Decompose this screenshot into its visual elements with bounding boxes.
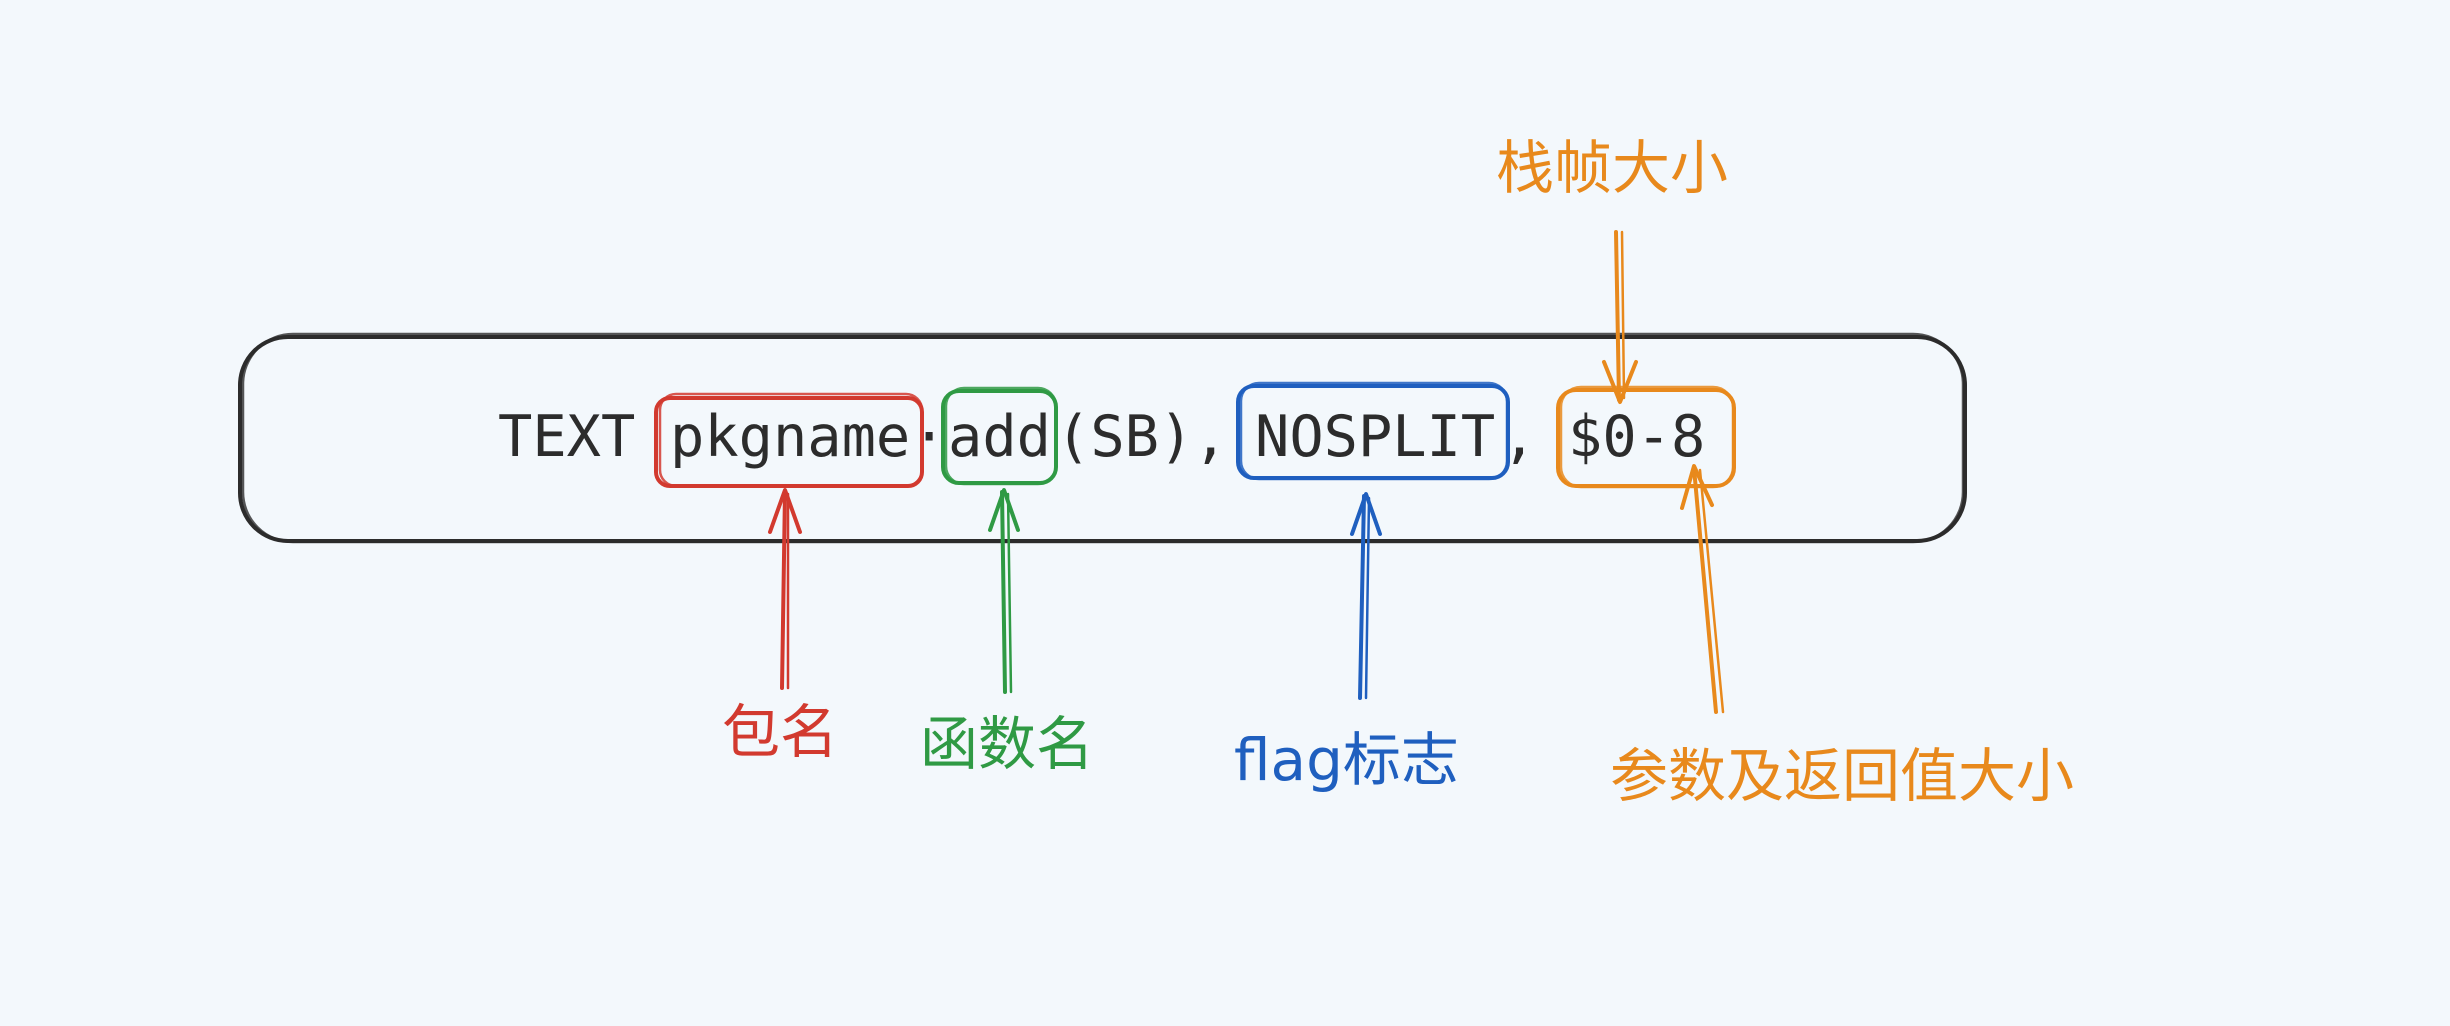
code-register: (SB), [1056, 404, 1228, 470]
code-flag: NOSPLIT [1255, 404, 1495, 470]
frame-size-label: 栈帧大小 [1496, 134, 1728, 202]
flag-arrow [1350, 492, 1382, 700]
frame-size-arrow [1602, 230, 1638, 404]
flag-label: flag标志 [1234, 726, 1459, 794]
package-arrow [768, 488, 802, 690]
code-separator: · [912, 404, 946, 470]
function-label: 函数名 [920, 710, 1094, 778]
function-highlight-box [941, 386, 1058, 486]
args-size-arrow [1680, 464, 1725, 714]
code-package: pkgname [670, 404, 910, 470]
package-label: 包名 [722, 698, 838, 766]
package-highlight-box [654, 392, 924, 488]
flag-highlight-box [1236, 381, 1510, 481]
size-highlight-box [1556, 385, 1736, 489]
code-function: add [948, 404, 1051, 470]
args-size-label: 参数及返回值大小 [1610, 742, 2074, 810]
function-arrow [988, 488, 1020, 694]
code-keyword: TEXT [498, 404, 635, 470]
instruction-box [238, 332, 1967, 544]
code-size: $0-8 [1568, 404, 1705, 470]
